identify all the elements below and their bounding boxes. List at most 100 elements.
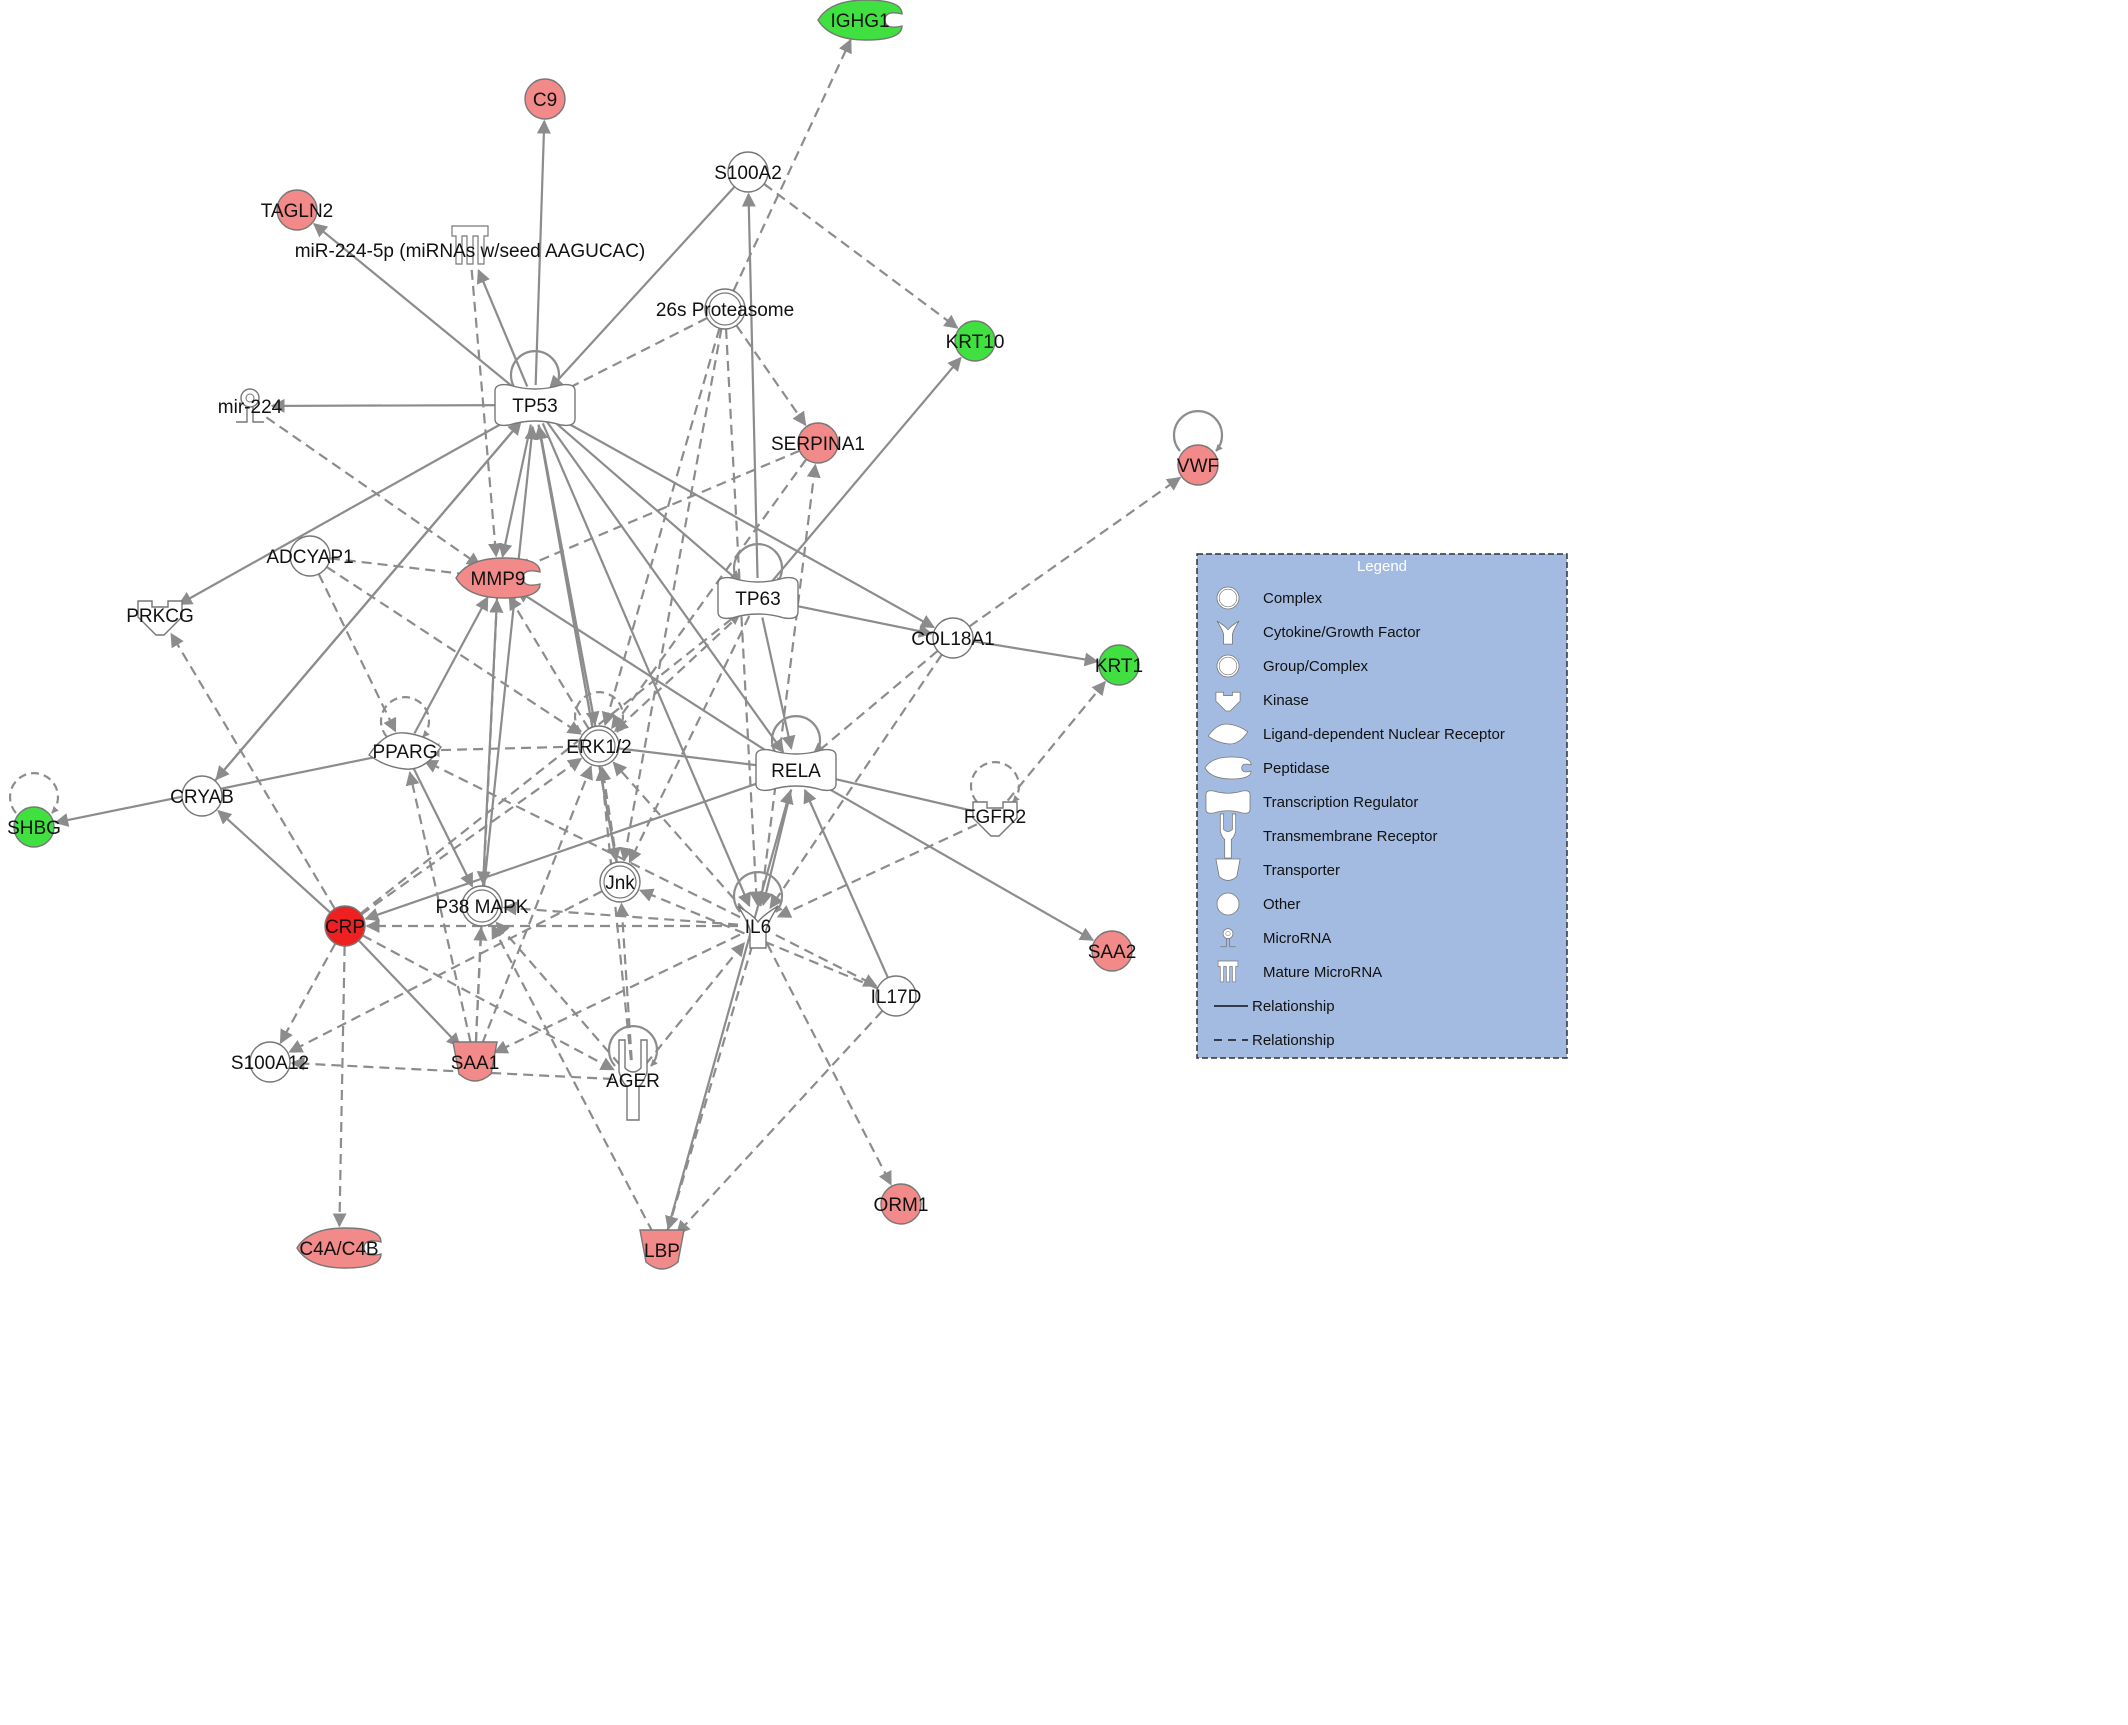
node-il17d[interactable]: IL17D — [871, 975, 922, 1017]
edge-il6-orm1 — [766, 943, 892, 1186]
edge-tp53-mir224 — [270, 398, 516, 413]
node-il6[interactable]: IL6 — [737, 905, 779, 949]
node-saa2[interactable]: SAA2 — [1088, 930, 1137, 972]
node-label: SAA1 — [451, 1053, 500, 1074]
node-krt1[interactable]: KRT1 — [1095, 644, 1143, 686]
node-col18a1[interactable]: COL18A1 — [911, 617, 995, 659]
edge-tp53-tagln2 — [312, 223, 521, 394]
edge-adcyap1-mmp9 — [329, 557, 478, 581]
node-crp[interactable]: CRP — [324, 905, 366, 947]
node-saa1[interactable]: SAA1 — [451, 1041, 500, 1082]
group-icon — [1216, 654, 1240, 678]
node-label: 26s Proteasome — [656, 300, 794, 321]
legend-item-label: Peptidase — [1263, 760, 1330, 777]
legend-item: Group/Complex — [1216, 654, 1369, 678]
node-jnk[interactable]: Jnk — [599, 861, 641, 903]
node-c9[interactable]: C9 — [524, 78, 566, 120]
node-label: IL6 — [745, 917, 771, 938]
node-p38[interactable]: P38 MAPK — [436, 885, 529, 927]
legend-item-label: Relationship — [1252, 1032, 1335, 1049]
node-lbp[interactable]: LBP — [639, 1229, 685, 1270]
edge-ager-s100a12 — [290, 1056, 614, 1081]
node-tagln2[interactable]: TAGLN2 — [261, 189, 334, 231]
peptidase-icon — [1204, 756, 1252, 780]
legend-item-label: Transmembrane Receptor — [1263, 828, 1438, 845]
node-krt10[interactable]: KRT10 — [946, 320, 1005, 362]
edge-crp-saa1 — [358, 939, 461, 1048]
legend-item: Cytokine/Growth Factor — [1216, 620, 1421, 645]
node-ager[interactable]: AGER — [606, 1039, 660, 1121]
complex-icon — [1216, 586, 1240, 610]
edge-rela-il6 — [759, 789, 793, 906]
node-s100a12[interactable]: S100A12 — [231, 1041, 309, 1083]
node-tp63[interactable]: TP63 — [717, 576, 799, 620]
edge-mir224-mmp9 — [265, 416, 482, 567]
edge-fgfr2-krt1 — [1006, 680, 1106, 802]
edge-il6-pparg — [423, 759, 741, 919]
node-c4ac4b[interactable]: C4A/C4B — [296, 1227, 382, 1269]
node-mir224[interactable]: mir-224 — [218, 388, 283, 423]
edge-tp53-rela — [545, 420, 785, 754]
node-pparg[interactable]: PPARG — [368, 732, 442, 770]
edge-il6-erk12 — [612, 761, 746, 912]
legend-item-label: Mature MicroRNA — [1263, 964, 1382, 981]
edges-layer — [54, 38, 1182, 1235]
legend-item: Relationship — [1214, 998, 1335, 1015]
edge-saa1-erk12 — [481, 765, 593, 1044]
edge-tp53-mir224_5p — [476, 268, 529, 387]
legend-item-label: Transporter — [1263, 862, 1340, 879]
node-cryab[interactable]: CRYAB — [170, 775, 234, 817]
node-label: ERK1/2 — [566, 737, 631, 758]
legend-background — [1196, 553, 1568, 1059]
node-label: Jnk — [605, 873, 635, 894]
node-label: S100A12 — [231, 1053, 309, 1074]
legend-item-label: Relationship — [1252, 998, 1335, 1015]
edge-ager-il6 — [644, 941, 746, 1066]
node-mmp9[interactable]: MMP9 — [455, 557, 541, 599]
legend-item-label: Other — [1263, 896, 1301, 913]
legend-item: Transcription Regulator — [1205, 790, 1418, 814]
node-label: MMP9 — [471, 569, 526, 590]
kinase-icon — [1215, 691, 1241, 712]
edge-proteasome-ighg1 — [732, 38, 852, 292]
node-prkcg[interactable]: PRKCG — [126, 600, 194, 636]
node-serpina1[interactable]: SERPINA1 — [771, 422, 865, 464]
node-mir224_5p[interactable]: miR-224-5p (miRNAs w/seed AAGUCAC) — [295, 225, 646, 265]
edge-fgfr2-rela — [816, 770, 976, 813]
node-tp53[interactable]: TP53 — [494, 383, 576, 427]
edge-tp53-c9 — [534, 119, 551, 386]
edge-tp63-jnk — [628, 615, 751, 864]
node-s100a2[interactable]: S100A2 — [714, 151, 782, 193]
edge-erk12-pparg — [425, 743, 580, 758]
edge-tp53-mmp9 — [498, 424, 532, 558]
node-shbg[interactable]: SHBG — [7, 806, 61, 848]
legend-item-label: Complex — [1263, 590, 1323, 607]
transporter-icon — [1215, 858, 1241, 881]
self-loop-vwf — [1172, 410, 1224, 452]
node-vwf[interactable]: VWF — [1177, 444, 1219, 486]
edge-erk12-rela — [618, 747, 776, 773]
node-erk12[interactable]: ERK1/2 — [566, 725, 632, 767]
node-label: ORM1 — [874, 1195, 929, 1216]
self-loop-shbg — [8, 772, 60, 814]
edge-il6-serpina1 — [759, 463, 821, 907]
self-loop-il6 — [732, 871, 784, 913]
node-label: C9 — [533, 90, 557, 111]
node-proteasome[interactable]: 26s Proteasome — [656, 288, 794, 330]
legend-item: Complex — [1216, 586, 1323, 610]
node-label: KRT10 — [946, 332, 1005, 353]
node-label: S100A2 — [714, 163, 782, 184]
node-label: PRKCG — [126, 606, 194, 627]
node-rela[interactable]: RELA — [755, 748, 837, 792]
node-fgfr2[interactable]: FGFR2 — [964, 801, 1026, 837]
node-ighg1[interactable]: IGHG1 — [817, 0, 903, 41]
edge-il6-il17d — [775, 934, 878, 988]
node-orm1[interactable]: ORM1 — [874, 1183, 929, 1225]
node-adcyap1[interactable]: ADCYAP1 — [266, 535, 354, 577]
self-loop-erk12 — [573, 691, 625, 733]
node-label: mir-224 — [218, 397, 283, 418]
edge-il17d-lbp — [675, 1009, 884, 1235]
edge-serpina1-mmp9 — [516, 449, 801, 572]
node-label: KRT1 — [1095, 656, 1143, 677]
